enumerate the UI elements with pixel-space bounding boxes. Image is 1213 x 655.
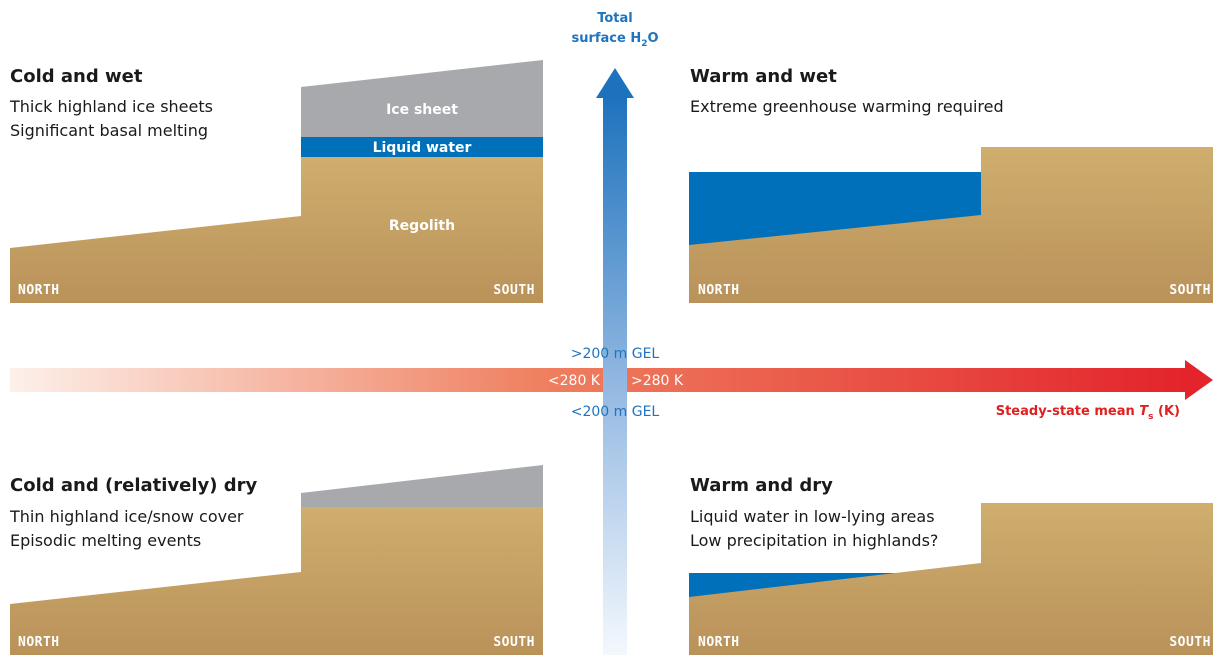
water-axis-arrowhead: [596, 68, 634, 98]
regolith-layer: [689, 503, 1213, 655]
ice-snow-layer: [301, 465, 543, 507]
south-label: SOUTH: [1169, 283, 1211, 298]
liquid-water-layer: [301, 137, 543, 157]
cold-wet-title: Cold and wet: [10, 66, 143, 87]
water-axis: [596, 68, 634, 655]
regolith-layer: [10, 157, 543, 303]
cold-dry-line-2: Episodic melting events: [10, 531, 201, 550]
cold-dry-line-1: Thin highland ice/snow cover: [9, 507, 244, 526]
cold-dry-title: Cold and (relatively) dry: [10, 475, 258, 496]
warm-dry-title: Warm and dry: [690, 475, 833, 496]
warm-dry-line-1: Liquid water in low-lying areas: [690, 507, 935, 526]
water-axis-title-line1: Total: [597, 11, 633, 26]
regolith-layer: [10, 507, 543, 655]
panel-warm-wet: NORTH SOUTH: [689, 147, 1213, 303]
warm-wet-title: Warm and wet: [690, 66, 837, 87]
panel-cold-wet: Ice sheet Liquid water Regolith NORTH SO…: [10, 60, 543, 303]
cold-wet-line-2: Significant basal melting: [10, 121, 208, 140]
below-threshold-label: <200 m GEL: [571, 404, 660, 420]
panel-warm-dry: NORTH SOUTH: [689, 503, 1213, 655]
warm-dry-line-2: Low precipitation in highlands?: [690, 531, 938, 550]
regolith-label: Regolith: [389, 218, 455, 234]
south-label: SOUTH: [493, 635, 535, 650]
temperature-axis-title: Steady-state mean Ts (K): [996, 404, 1180, 422]
temperature-axis-bar: [10, 368, 1185, 392]
north-label: NORTH: [18, 283, 60, 298]
panel-cold-dry: NORTH SOUTH: [10, 465, 543, 655]
south-label: SOUTH: [493, 283, 535, 298]
ice-sheet-layer: [301, 60, 543, 137]
north-label: NORTH: [698, 635, 740, 650]
liquid-water-label: Liquid water: [373, 140, 472, 156]
warm-wet-line-1: Extreme greenhouse warming required: [690, 97, 1004, 116]
water-axis-bar: [603, 96, 627, 655]
north-label: NORTH: [18, 635, 60, 650]
warm-temperature-label: >280 K: [631, 373, 684, 389]
temperature-axis: [10, 360, 1213, 400]
above-threshold-label: >200 m GEL: [571, 346, 660, 362]
cold-wet-line-1: Thick highland ice sheets: [9, 97, 213, 116]
ice-sheet-label: Ice sheet: [386, 102, 458, 118]
south-label: SOUTH: [1169, 635, 1211, 650]
cold-temperature-label: <280 K: [548, 373, 601, 389]
north-label: NORTH: [698, 283, 740, 298]
water-axis-title-line2: surface H2O: [571, 31, 658, 49]
temperature-axis-arrowhead: [1185, 360, 1213, 400]
regolith-layer: [689, 147, 1213, 303]
